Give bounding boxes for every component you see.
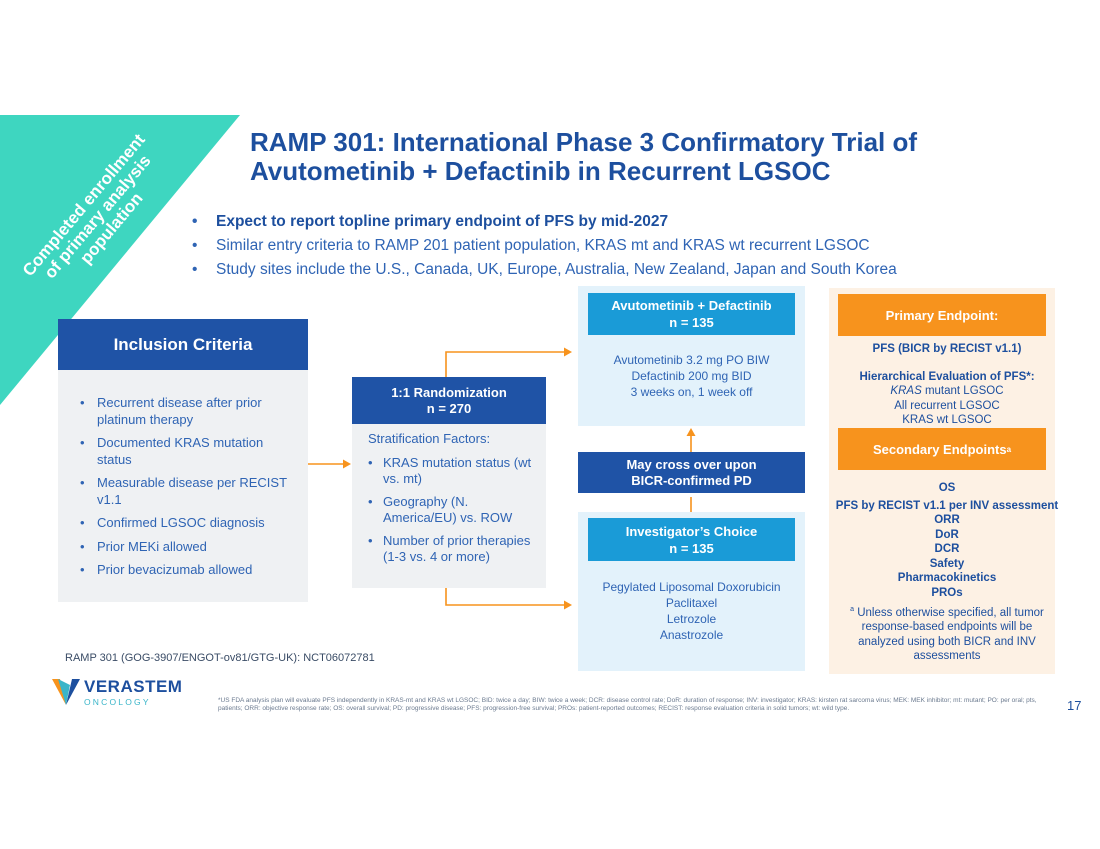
primary-endpoint-header: Primary Endpoint: bbox=[838, 294, 1046, 336]
arm-b-header: Investigator’s Choice n = 135 bbox=[588, 518, 795, 561]
verastem-logo-text: VERASTEM ONCOLOGY bbox=[84, 677, 182, 707]
stratification-list: KRAS mutation status (wt vs. mt) Geograp… bbox=[368, 455, 538, 572]
inclusion-item: Prior bevacizumab allowed bbox=[80, 562, 300, 579]
arrowhead bbox=[564, 600, 572, 610]
key-point: Expect to report topline primary endpoin… bbox=[190, 210, 1010, 234]
key-point: Study sites include the U.S., Canada, UK… bbox=[190, 258, 1010, 282]
secondary-item: Pharmacokinetics bbox=[897, 572, 997, 584]
arm-a-header: Avutometinib + Defactinib n = 135 bbox=[588, 293, 795, 335]
key-point: Similar entry criteria to RAMP 201 patie… bbox=[190, 234, 1010, 258]
kras-mutant-text: mutant LGSOC bbox=[921, 385, 1004, 397]
hierarchical-evaluation-title: Hierarchical Evaluation of PFS*: bbox=[859, 370, 1035, 383]
secondary-endpoints-note: a Unless otherwise specified, all tumor … bbox=[842, 603, 1052, 664]
arm-b-line: Pegylated Liposomal Doxorubicin bbox=[602, 580, 781, 594]
randomization-header: 1:1 Randomization n = 270 bbox=[352, 377, 546, 424]
secondary-endpoints-sup: a bbox=[1006, 444, 1012, 454]
primary-endpoint-content: PFS (BICR by RECIST v1.1) Hierarchical E… bbox=[829, 342, 1065, 428]
inclusion-item: Confirmed LGSOC diagnosis bbox=[80, 515, 300, 532]
arrow-randomization-to-arm-a bbox=[445, 351, 565, 377]
secondary-endpoints-title: Secondary Endpoints bbox=[872, 441, 1007, 457]
logo-v-icon bbox=[52, 679, 80, 705]
arm-b-title: Investigator’s Choice bbox=[625, 523, 758, 539]
note-text: Unless otherwise specified, all tumor re… bbox=[857, 606, 1044, 663]
stratification-item: KRAS mutation status (wt vs. mt) bbox=[368, 455, 538, 487]
arm-a-line: 3 weeks on, 1 week off bbox=[630, 385, 753, 399]
secondary-item: Safety bbox=[929, 557, 965, 570]
stratification-item: Geography (N. America/EU) vs. ROW bbox=[368, 494, 538, 526]
inclusion-item: Measurable disease per RECIST v1.1 bbox=[80, 475, 300, 508]
footnote: *US FDA analysis plan will evaluate PFS … bbox=[218, 697, 1037, 712]
inclusion-criteria-header: Inclusion Criteria bbox=[58, 319, 308, 370]
secondary-item: PFS by RECIST v1.1 per INV assessment bbox=[835, 499, 1059, 512]
arm-a-line: Avutometinib 3.2 mg PO BIW bbox=[613, 353, 770, 367]
arm-b-n: n = 135 bbox=[669, 540, 714, 556]
crossover-line-2: BICR-confirmed PD bbox=[631, 472, 752, 488]
inclusion-item: Prior MEKi allowed bbox=[80, 539, 300, 556]
secondary-item: OS bbox=[938, 482, 956, 494]
arm-a-line: Defactinib 200 mg BID bbox=[631, 369, 752, 383]
secondary-item: DCR bbox=[934, 543, 960, 555]
stratification-title: Stratification Factors: bbox=[368, 431, 491, 446]
arm-a-title: Avutometinib + Defactinib bbox=[611, 298, 772, 313]
arm-b-regimen: Pegylated Liposomal Doxorubicin Paclitax… bbox=[578, 579, 805, 643]
arm-a-regimen: Avutometinib 3.2 mg PO BIW Defactinib 20… bbox=[578, 352, 805, 400]
arm-b-line: Paclitaxel bbox=[665, 596, 718, 610]
arm-b-line: Anastrozole bbox=[659, 628, 724, 642]
key-points-list: Expect to report topline primary endpoin… bbox=[190, 210, 1010, 282]
logo-sub: ONCOLOGY bbox=[84, 697, 151, 707]
arrowhead bbox=[343, 459, 351, 469]
arm-a-n: n = 135 bbox=[669, 315, 714, 330]
inclusion-item: Recurrent disease after prior platinum t… bbox=[80, 395, 300, 428]
randomization-title: 1:1 Randomization bbox=[391, 384, 507, 400]
inclusion-criteria-list: Recurrent disease after prior platinum t… bbox=[80, 395, 300, 586]
note-sup: a bbox=[850, 606, 855, 613]
stratification-item: Number of prior therapies (1-3 vs. 4 or … bbox=[368, 533, 538, 565]
arrowhead bbox=[564, 347, 572, 357]
randomization-n: n = 270 bbox=[426, 400, 472, 416]
hierarchical-item-kras-mutant: KRAS mutant LGSOC bbox=[829, 384, 1065, 399]
secondary-endpoints-list: OS PFS by RECIST v1.1 per INV assessment… bbox=[829, 481, 1065, 600]
crossover-line-1: May cross over upon bbox=[626, 456, 757, 472]
kras-italic: KRAS bbox=[890, 385, 922, 397]
slide-title-line-1: RAMP 301: International Phase 3 Confirma… bbox=[250, 127, 918, 157]
secondary-item: ORR bbox=[934, 514, 960, 526]
study-identifier: RAMP 301 (GOG-3907/ENGOT-ov81/GTG-UK): N… bbox=[65, 652, 375, 664]
endpoints-panel bbox=[829, 288, 1055, 674]
secondary-item: DoR bbox=[935, 528, 959, 541]
slide-title-line-2: Avutometinib + Defactinib in Recurrent L… bbox=[250, 156, 831, 186]
inclusion-item: Documented KRAS mutation status bbox=[80, 435, 300, 468]
page-number: 17 bbox=[1067, 698, 1082, 713]
crossover-box: May cross over upon BICR-confirmed PD bbox=[578, 452, 805, 493]
slide-title: RAMP 301: International Phase 3 Confirma… bbox=[250, 128, 1050, 186]
hierarchical-item: All recurrent LGSOC bbox=[894, 399, 1000, 412]
logo-word: VERASTEM bbox=[84, 677, 183, 696]
verastem-logo-mark bbox=[50, 677, 82, 707]
primary-endpoint-pfs: PFS (BICR by RECIST v1.1) bbox=[872, 343, 1022, 355]
arrowhead bbox=[686, 428, 696, 436]
arm-b-line: Letrozole bbox=[666, 612, 717, 626]
arrow-randomization-to-arm-b bbox=[445, 588, 565, 606]
hierarchical-item: KRAS wt LGSOC bbox=[902, 414, 992, 426]
secondary-item: PROs bbox=[931, 586, 963, 599]
